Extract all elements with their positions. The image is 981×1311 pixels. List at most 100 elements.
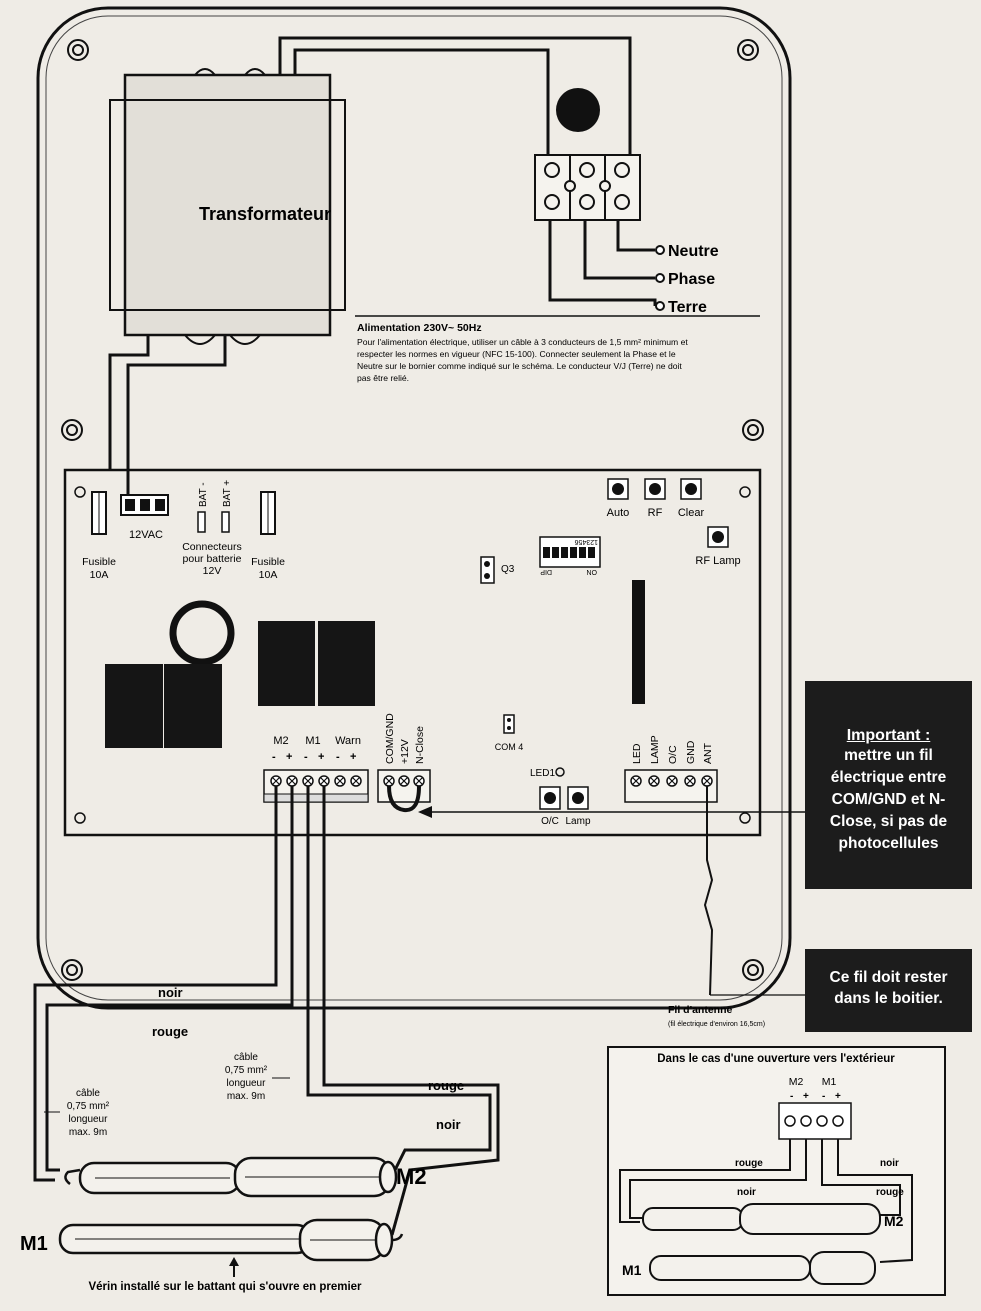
motor-m2-label: M2 <box>396 1164 427 1189</box>
fuse-left: Fusible 10A <box>82 491 116 581</box>
motor-terminal-block <box>263 769 369 803</box>
rf-button-label: RF <box>648 507 663 519</box>
svg-text:+: + <box>318 751 324 763</box>
svg-text:-: - <box>822 1091 825 1102</box>
fuse-right-label-2: 10A <box>259 569 278 581</box>
q3-jumper: Q3 <box>480 556 515 584</box>
plus12-label: +12V <box>399 739 411 764</box>
mains-terminals <box>655 245 665 311</box>
motor-cables <box>33 786 500 1236</box>
svg-text:-: - <box>304 751 308 763</box>
auto-button-label: Auto <box>607 507 630 519</box>
mains-wires <box>108 36 657 495</box>
warn-terminal-label: Warn <box>335 735 361 747</box>
terre-label: Terre <box>668 299 707 316</box>
bat-minus-label: BAT - <box>198 482 209 507</box>
rf-lamp-label: RF Lamp <box>695 555 740 567</box>
actuator-m2 <box>64 1156 398 1198</box>
noir-label-right: noir <box>436 1117 461 1132</box>
alim-line-1: Pour l'alimentation électrique, utiliser… <box>357 337 688 347</box>
cable-left-3: longueur <box>69 1114 109 1125</box>
relays <box>105 621 375 748</box>
com4-label: COM 4 <box>495 742 524 752</box>
connect-label-1: Connecteurs <box>182 541 242 553</box>
oc-label: O/C <box>541 816 559 827</box>
m1-terminal-label: M1 <box>305 735 320 747</box>
dip-on-label: ON <box>587 568 598 575</box>
cable-mid-note: câble 0,75 mm² longueur max. 9m <box>225 1052 290 1102</box>
fuse-left-label-1: Fusible <box>82 556 116 568</box>
ext-rouge-left: rouge <box>735 1158 763 1169</box>
ext-motor-m2-label: M2 <box>884 1213 904 1229</box>
ext-m1-label: M1 <box>822 1076 837 1088</box>
comgnd-label: COM/GND <box>384 713 396 764</box>
svg-text:+: + <box>803 1091 809 1102</box>
led1-indicator <box>555 767 565 777</box>
transformer: Transformateur <box>109 68 346 345</box>
ext-noir-right: noir <box>880 1158 899 1169</box>
ant-label: ANT <box>702 742 714 764</box>
corner-screws <box>61 39 764 981</box>
fil-antenne-label: Fil d'antenne <box>668 1004 732 1016</box>
wire-stays-note: Ce fil doit rester dans le boitier. <box>805 949 972 1032</box>
fil-antenne-sub: (fil électrique d'environ 16,5cm) <box>668 1021 765 1028</box>
noir-label-top: noir <box>158 985 183 1000</box>
important-title: Important : <box>846 727 931 744</box>
pcb-holes <box>74 486 751 824</box>
connect-label-2: pour batterie <box>183 553 242 565</box>
svg-text:+: + <box>835 1091 841 1102</box>
wire-stays-text: Ce fil doit rester dans le boitier. <box>829 969 948 1007</box>
dip-switch: DIP ON 123456 <box>539 536 601 575</box>
cable-mid-3: longueur <box>227 1078 267 1089</box>
alim-line-2: respecter les normes en vigueur (NFC 15-… <box>357 349 676 359</box>
led1-label: LED1 <box>530 768 555 779</box>
com-terminal-block <box>377 769 431 803</box>
q3-label: Q3 <box>501 564 515 575</box>
neutre-label: Neutre <box>668 243 719 260</box>
bridge-wire <box>387 785 421 813</box>
phase-label: Phase <box>668 271 715 288</box>
cable-left-note: câble 0,75 mm² longueur max. 9m <box>44 1088 110 1138</box>
led-label: LED <box>631 743 643 764</box>
motor-polarity-marks: -+ -+ -+ <box>272 751 356 763</box>
svg-text:+: + <box>350 751 356 763</box>
rouge-label-right: rouge <box>428 1078 464 1093</box>
antenna-wire <box>703 786 714 996</box>
cable-mid-2: 0,75 mm² <box>225 1065 268 1076</box>
lamp-label: Lamp <box>565 816 590 827</box>
pcb-board <box>63 468 762 837</box>
transformer-label: Transformateur <box>199 204 331 224</box>
exterior-box: Dans le cas d'une ouverture vers l'extér… <box>607 1046 946 1296</box>
fuse-right: Fusible 10A <box>251 491 285 581</box>
ext-motor-m1-label: M1 <box>622 1262 642 1278</box>
svg-text:-: - <box>336 751 340 763</box>
gnd-label: GND <box>685 740 697 764</box>
cable-left-4: max. 9m <box>69 1127 107 1138</box>
fuse-left-label-2: 10A <box>90 569 109 581</box>
svg-text:-: - <box>790 1091 793 1102</box>
cable-mid-1: câble <box>234 1052 258 1063</box>
dip-label: DIP <box>540 568 552 575</box>
control-box-housing <box>36 6 792 1010</box>
clear-button-label: Clear <box>678 507 705 519</box>
cable-mid-4: max. 9m <box>227 1091 265 1102</box>
actuator-m1 <box>58 1218 404 1262</box>
nclose-label: N-Close <box>414 726 426 764</box>
svg-text:+: + <box>286 751 292 763</box>
cable-left-1: câble <box>76 1088 100 1099</box>
dip-numbers: 123456 <box>575 538 598 545</box>
important-arrow <box>418 806 432 818</box>
vac-label: 12VAC <box>129 529 163 541</box>
lamp-v-label: LAMP <box>649 735 661 764</box>
power-note: Alimentation 230V~ 50Hz Pour l'alimentat… <box>355 315 760 383</box>
oc-lamp-buttons <box>539 786 589 810</box>
cable-left-2: 0,75 mm² <box>67 1101 110 1112</box>
motor-m1-label: M1 <box>20 1233 48 1255</box>
rouge-label-left: rouge <box>152 1024 188 1039</box>
alim-title: Alimentation 230V~ 50Hz <box>357 322 482 334</box>
alim-line-3: Neutre sur le bornier comme indiqué sur … <box>357 361 682 371</box>
bat-plus-label: BAT + <box>222 480 233 507</box>
svg-text:-: - <box>272 751 276 763</box>
ext-noir-left: noir <box>737 1187 756 1198</box>
